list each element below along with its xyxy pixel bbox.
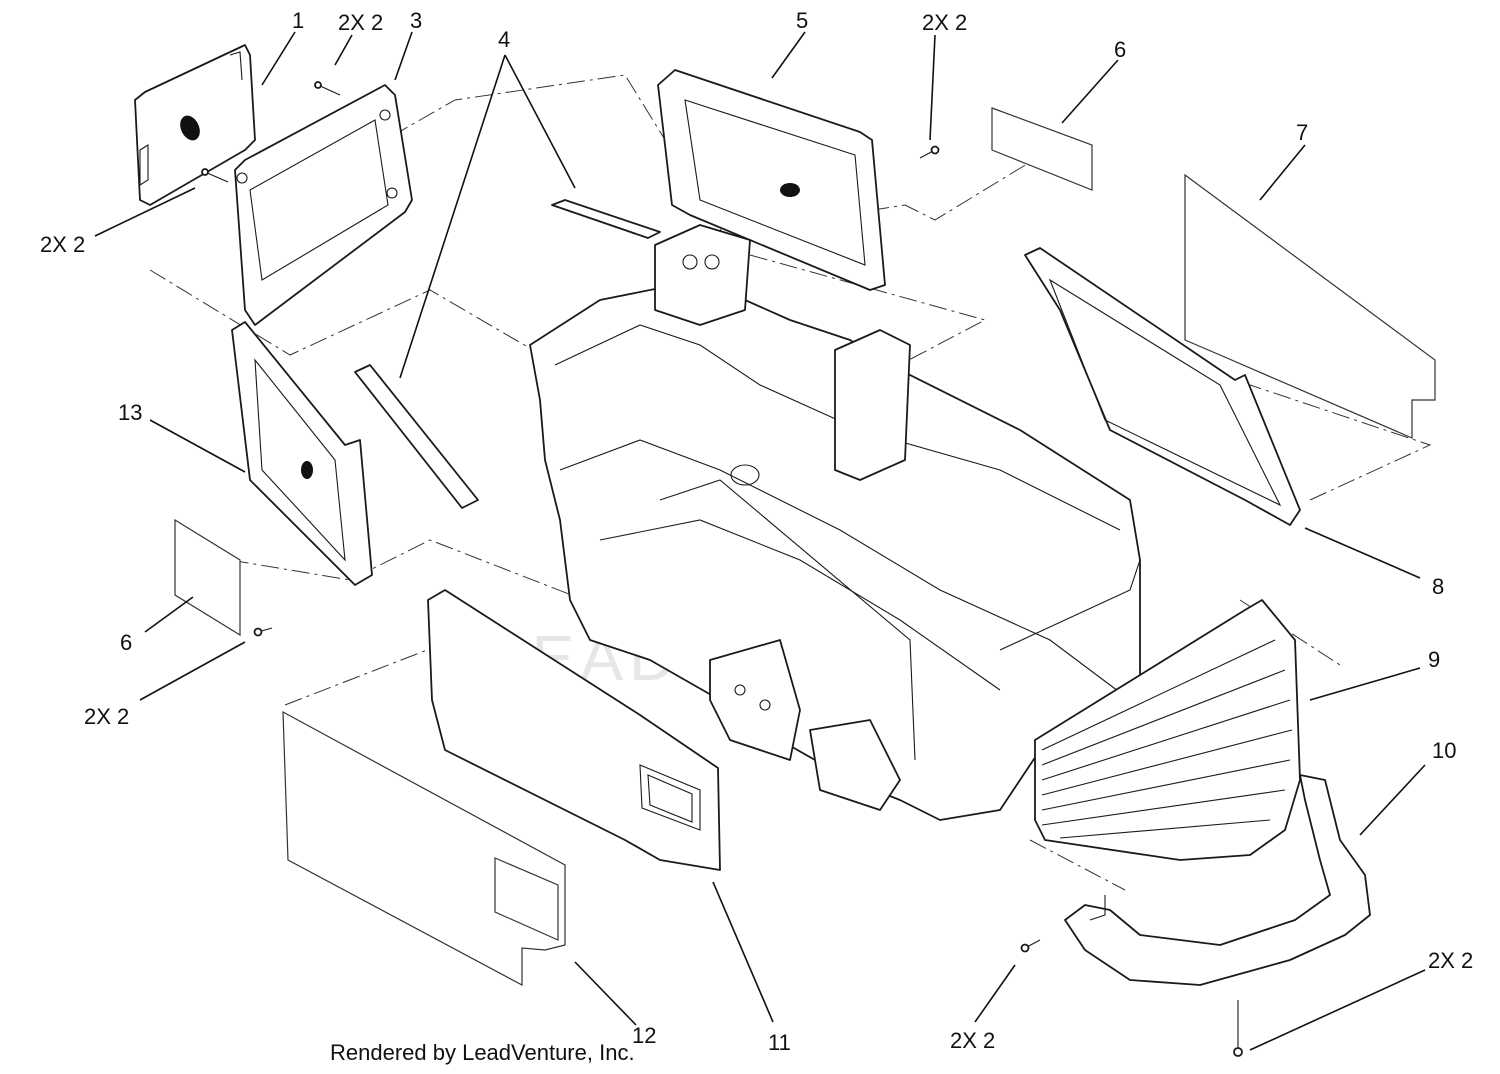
part-8-right-side-panel (1024, 247, 1301, 526)
part-1-upper-panel (134, 44, 256, 206)
callout-8: 8 (1432, 574, 1444, 599)
part-12-side-decal (282, 710, 566, 987)
part-5-upper-grille (657, 69, 886, 291)
callout-10: 10 (1432, 738, 1456, 763)
callout-6-bottom: 6 (120, 630, 132, 655)
part-10-bumper (1064, 774, 1371, 986)
callout-1: 1 (292, 8, 304, 33)
callout-2x2-lower-left: 2X 2 (84, 704, 129, 729)
part-9-front-grille (1034, 599, 1301, 861)
part-4-foam-strips (354, 199, 661, 509)
chassis-frame (529, 224, 1141, 821)
part-11-side-body-panel (427, 589, 721, 871)
grille-louvers (1041, 639, 1293, 839)
part-3-grille-frame (234, 84, 413, 326)
callout-12: 12 (632, 1023, 656, 1048)
callout-2x2-left: 2X 2 (40, 232, 85, 257)
render-credit: Rendered by LeadVenture, Inc. (330, 1040, 635, 1065)
callout-5: 5 (796, 8, 808, 33)
part-7-large-decal (1184, 173, 1436, 439)
callout-11: 11 (768, 1030, 791, 1055)
callout-6-top: 6 (1114, 37, 1126, 62)
callout-9: 9 (1428, 647, 1440, 672)
leader-lines (94, 31, 1426, 1051)
part-13-side-panel (231, 321, 373, 586)
callout-3: 3 (410, 8, 422, 33)
callout-labels: 1 2X 2 3 4 5 2X 2 6 7 2X 2 13 8 9 6 2X 2… (40, 8, 1473, 1055)
callout-2x2-bottom-right: 2X 2 (1428, 948, 1473, 973)
callout-7: 7 (1296, 120, 1308, 145)
callout-4: 4 (498, 27, 510, 52)
part-6-decals (174, 107, 1093, 637)
callout-2x2-top-center: 2X 2 (922, 10, 967, 35)
callout-2x2-top-left: 2X 2 (338, 10, 383, 35)
callout-2x2-bottom-center: 2X 2 (950, 1028, 995, 1053)
screws (201, 81, 1243, 1057)
callout-13: 13 (118, 400, 142, 425)
